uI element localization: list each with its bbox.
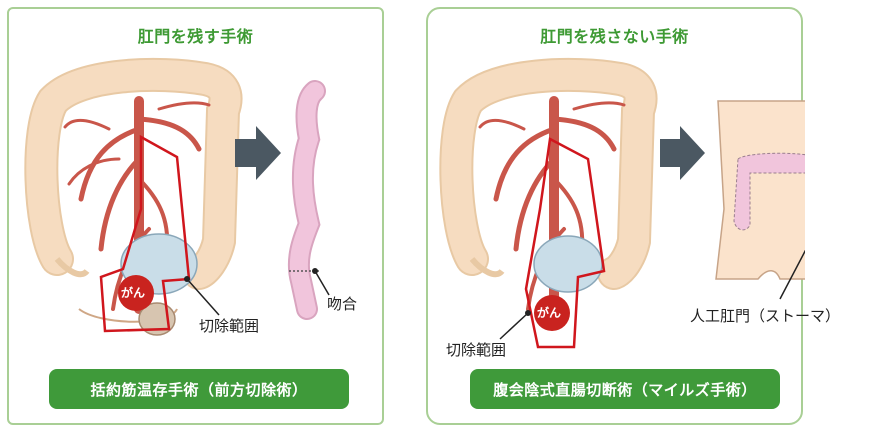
stoma-leader	[779, 249, 805, 300]
right-arrow-icon	[660, 126, 705, 180]
rectum-right	[533, 235, 603, 293]
torso	[715, 100, 805, 280]
right-illustration	[439, 57, 805, 349]
procedure-badge-right: 腹会陰式直腸切断術（マイルズ手術）	[470, 369, 780, 409]
anastomosis-label: 吻合	[327, 295, 358, 313]
right-arrow-icon	[235, 126, 281, 180]
cancer-label-left: がん	[121, 286, 146, 300]
cancer-marker-right	[534, 295, 570, 331]
large-intestine-right	[439, 57, 658, 290]
left-illustration	[24, 57, 330, 336]
left-panel: 肛門を残す手術	[7, 7, 384, 425]
right-panel-title: 肛門を残さない手術	[540, 27, 689, 46]
anastomosis-leader	[314, 270, 330, 296]
excision-outline-left	[99, 134, 191, 333]
cancer-marker-left	[118, 275, 154, 311]
excision-leader-right	[499, 312, 529, 340]
excision-label-right: 切除範囲	[446, 341, 507, 359]
left-panel-title: 肛門を残す手術	[137, 27, 254, 46]
cancer-label-right: がん	[537, 306, 562, 320]
excision-leader-dot-left	[184, 276, 190, 282]
excision-leader-dot-right	[525, 310, 531, 316]
stoma-label: 人工肛門（ストーマ）	[690, 307, 841, 325]
right-panel: 肛門を残さない手術 がん 切除範囲 人工肛門（ストーマ）	[426, 7, 840, 425]
excision-label-left: 切除範囲	[199, 317, 260, 335]
procedure-badge-left: 括約筋温存手術（前方切除術）	[49, 369, 349, 409]
anastomosis-leader-dot	[312, 268, 318, 274]
colon-outline-right	[733, 152, 805, 231]
excision-outline-right	[524, 137, 606, 349]
colon-after-left	[287, 80, 326, 320]
excision-leader-left	[186, 278, 220, 316]
